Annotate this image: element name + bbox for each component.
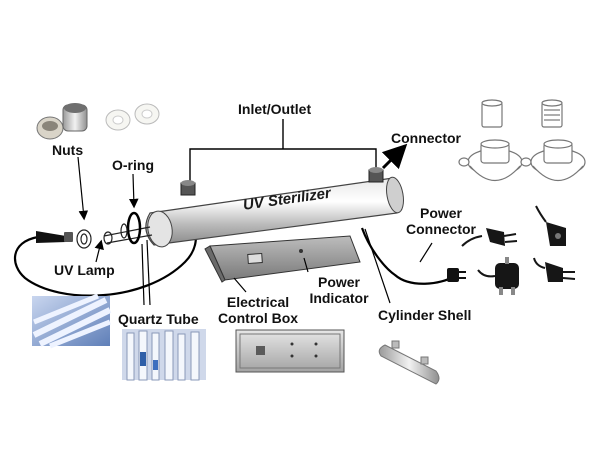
- nuts-photo: [36, 103, 88, 140]
- electrical-control-box: [204, 235, 361, 283]
- cylinder-shell: [145, 167, 404, 248]
- control-box-photo: [235, 329, 345, 373]
- label-cylinder-shell: Cylinder Shell: [378, 307, 472, 323]
- power-connector-leader: [419, 242, 433, 263]
- plug-photos: [461, 205, 576, 295]
- connector-drawings: [458, 99, 586, 181]
- uv-lamp-photo: [32, 293, 112, 349]
- power-plug-icon: [447, 268, 466, 282]
- label-electrical-control-box-line2: Control Box: [217, 310, 299, 326]
- label-inlet-outlet: Inlet/Outlet: [238, 101, 312, 117]
- label-electrical-control-box: Electrical Control Box: [214, 294, 302, 326]
- label-connector: Connector: [391, 130, 461, 146]
- part-leaders: [77, 156, 391, 306]
- o-ring-photo: [105, 103, 160, 131]
- label-o-ring: O-ring: [112, 157, 154, 173]
- cylinder-shell-photo: [378, 340, 440, 385]
- label-power-connector-line2: Connector: [406, 221, 476, 237]
- quartz-tube-photo: [122, 329, 206, 381]
- lamp-plug-icon: [36, 231, 73, 243]
- label-nuts: Nuts: [52, 142, 84, 158]
- label-power-indicator: Power Indicator: [302, 274, 376, 306]
- label-quartz-tube: Quartz Tube: [118, 311, 199, 327]
- label-power-connector-line1: Power: [419, 205, 462, 221]
- label-uv-lamp: UV Lamp: [54, 262, 115, 278]
- connector-arrow: [381, 143, 408, 170]
- label-electrical-control-box-line1: Electrical: [226, 294, 290, 310]
- label-power-indicator-line1: Power: [317, 274, 360, 290]
- lamp-assembly: [76, 211, 153, 249]
- inlet-outlet-leader: [189, 119, 377, 183]
- label-power-connector: Power Connector: [405, 205, 477, 237]
- label-power-indicator-line2: Indicator: [309, 290, 369, 306]
